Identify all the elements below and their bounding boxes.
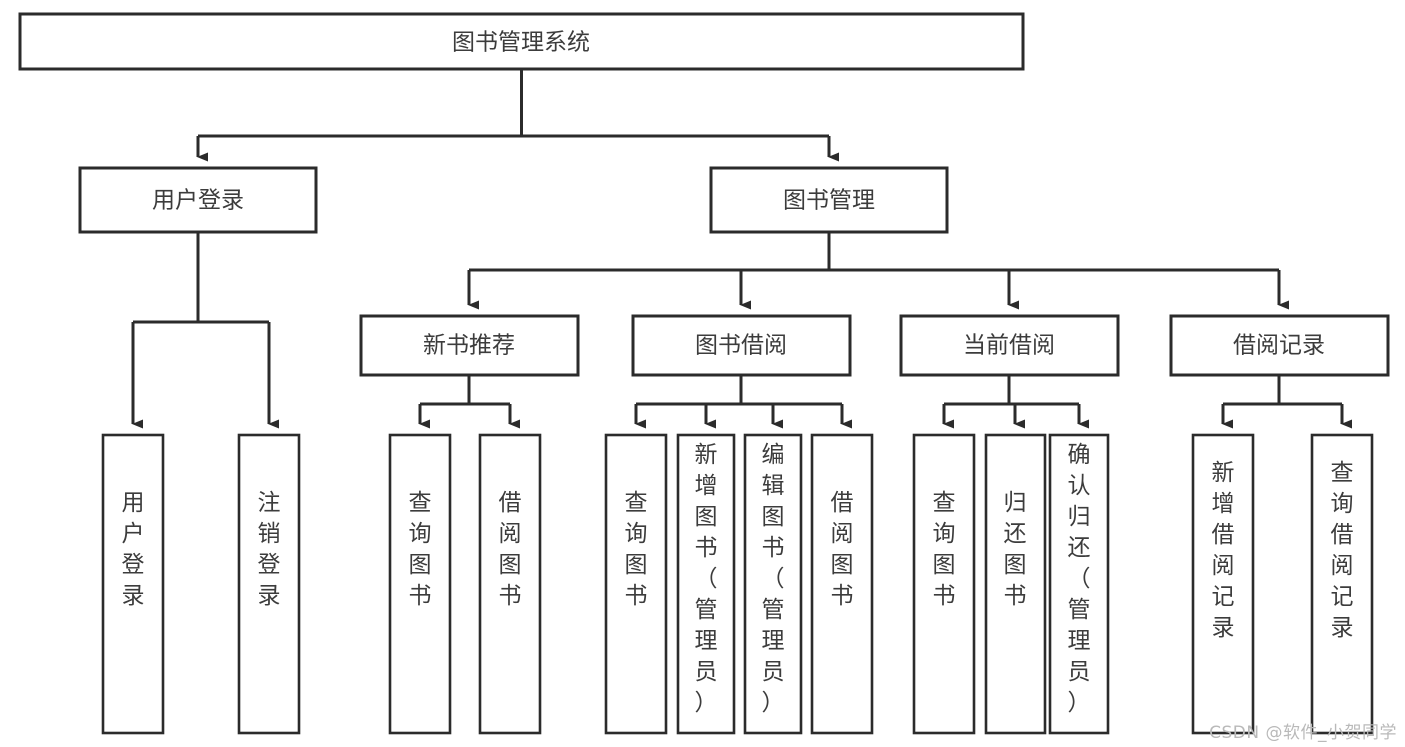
leaf-add-book-label: 新增图书（管理员） xyxy=(695,442,718,716)
leaf-add-book-box[interactable] xyxy=(676,433,736,735)
leaf-return-book[interactable]: 归还图书 xyxy=(984,433,1047,735)
leaf-edit-book-box[interactable] xyxy=(743,433,803,735)
node-book-management-label: 图书管理 xyxy=(783,188,875,214)
leaf-query-book-3-label: 查询图书 xyxy=(933,490,956,609)
leaf-query-book-3-box[interactable] xyxy=(912,433,976,735)
leaf-query-book-3[interactable]: 查询图书 xyxy=(912,433,976,735)
node-new-book-recommend-label: 新书推荐 xyxy=(423,333,515,359)
leaf-edit-book-label: 编辑图书（管理员） xyxy=(762,442,785,716)
node-book-borrow[interactable]: 图书借阅 xyxy=(631,314,852,377)
leaf-logout-label: 注销登录 xyxy=(258,490,281,609)
leaf-query-book-2[interactable]: 查询图书 xyxy=(604,433,668,735)
node-layer: 图书管理系统 用户登录 图书管理 新书推荐 图书借阅 当前 xyxy=(18,12,1390,735)
leaf-borrow-book-1[interactable]: 借阅图书 xyxy=(478,433,542,735)
leaf-add-borrow-record[interactable]: 新增借阅记录 xyxy=(1191,433,1255,735)
leaf-user-login-label: 用户登录 xyxy=(122,490,145,609)
leaf-add-borrow-record-label: 新增借阅记录 xyxy=(1212,460,1235,641)
leaf-query-book-2-box[interactable] xyxy=(604,433,668,735)
leaf-borrow-book-2[interactable]: 借阅图书 xyxy=(810,433,874,735)
node-user-login-box[interactable] xyxy=(78,166,318,234)
node-current-borrow[interactable]: 当前借阅 xyxy=(899,314,1120,377)
node-book-borrow-box[interactable] xyxy=(631,314,852,377)
node-root[interactable]: 图书管理系统 xyxy=(18,12,1025,71)
leaf-borrow-book-2-box[interactable] xyxy=(810,433,874,735)
node-borrow-record-box[interactable] xyxy=(1169,314,1390,377)
leaf-query-book-2-label: 查询图书 xyxy=(625,490,648,609)
leaf-user-login[interactable]: 用户登录 xyxy=(101,433,165,735)
leaf-logout-box[interactable] xyxy=(237,433,301,735)
leaf-confirm-return-box[interactable] xyxy=(1048,433,1110,735)
node-new-book-recommend-box[interactable] xyxy=(359,314,580,377)
leaf-return-book-label: 归还图书 xyxy=(1004,490,1027,609)
node-book-borrow-label: 图书借阅 xyxy=(695,333,787,359)
leaf-query-book-1[interactable]: 查询图书 xyxy=(388,433,452,735)
node-current-borrow-label: 当前借阅 xyxy=(963,333,1055,359)
node-user-login[interactable]: 用户登录 xyxy=(78,166,318,234)
leaf-query-borrow-record-box[interactable] xyxy=(1310,433,1374,735)
leaf-edit-book[interactable]: 编辑图书（管理员） xyxy=(743,433,803,735)
node-book-management-box[interactable] xyxy=(709,166,949,234)
leaf-confirm-return-label: 确认归还（管理员） xyxy=(1068,442,1091,716)
leaf-borrow-book-2-label: 借阅图书 xyxy=(831,490,854,609)
leaf-query-borrow-record[interactable]: 查询借阅记录 xyxy=(1310,433,1374,735)
leaf-confirm-return[interactable]: 确认归还（管理员） xyxy=(1048,433,1110,735)
csdn-watermark: CSDN @软件_小贺同学 xyxy=(1209,723,1397,743)
leaf-borrow-book-1-box[interactable] xyxy=(478,433,542,735)
leaf-add-borrow-record-box[interactable] xyxy=(1191,433,1255,735)
connector-layer xyxy=(131,69,1352,429)
leaf-borrow-book-1-label: 借阅图书 xyxy=(499,490,522,609)
node-root-box[interactable] xyxy=(18,12,1025,71)
leaf-return-book-box[interactable] xyxy=(984,433,1047,735)
leaf-query-borrow-record-label: 查询借阅记录 xyxy=(1331,460,1354,641)
node-new-book-recommend[interactable]: 新书推荐 xyxy=(359,314,580,377)
leaf-query-book-1-box[interactable] xyxy=(388,433,452,735)
leaf-query-book-1-label: 查询图书 xyxy=(409,490,432,609)
node-user-login-label: 用户登录 xyxy=(152,188,244,214)
leaf-user-login-box[interactable] xyxy=(101,433,165,735)
leaf-add-book[interactable]: 新增图书（管理员） xyxy=(676,433,736,735)
node-root-label: 图书管理系统 xyxy=(452,30,590,56)
node-borrow-record[interactable]: 借阅记录 xyxy=(1169,314,1390,377)
node-book-management[interactable]: 图书管理 xyxy=(709,166,949,234)
leaf-logout[interactable]: 注销登录 xyxy=(237,433,301,735)
node-borrow-record-label: 借阅记录 xyxy=(1233,333,1325,359)
node-current-borrow-box[interactable] xyxy=(899,314,1120,377)
